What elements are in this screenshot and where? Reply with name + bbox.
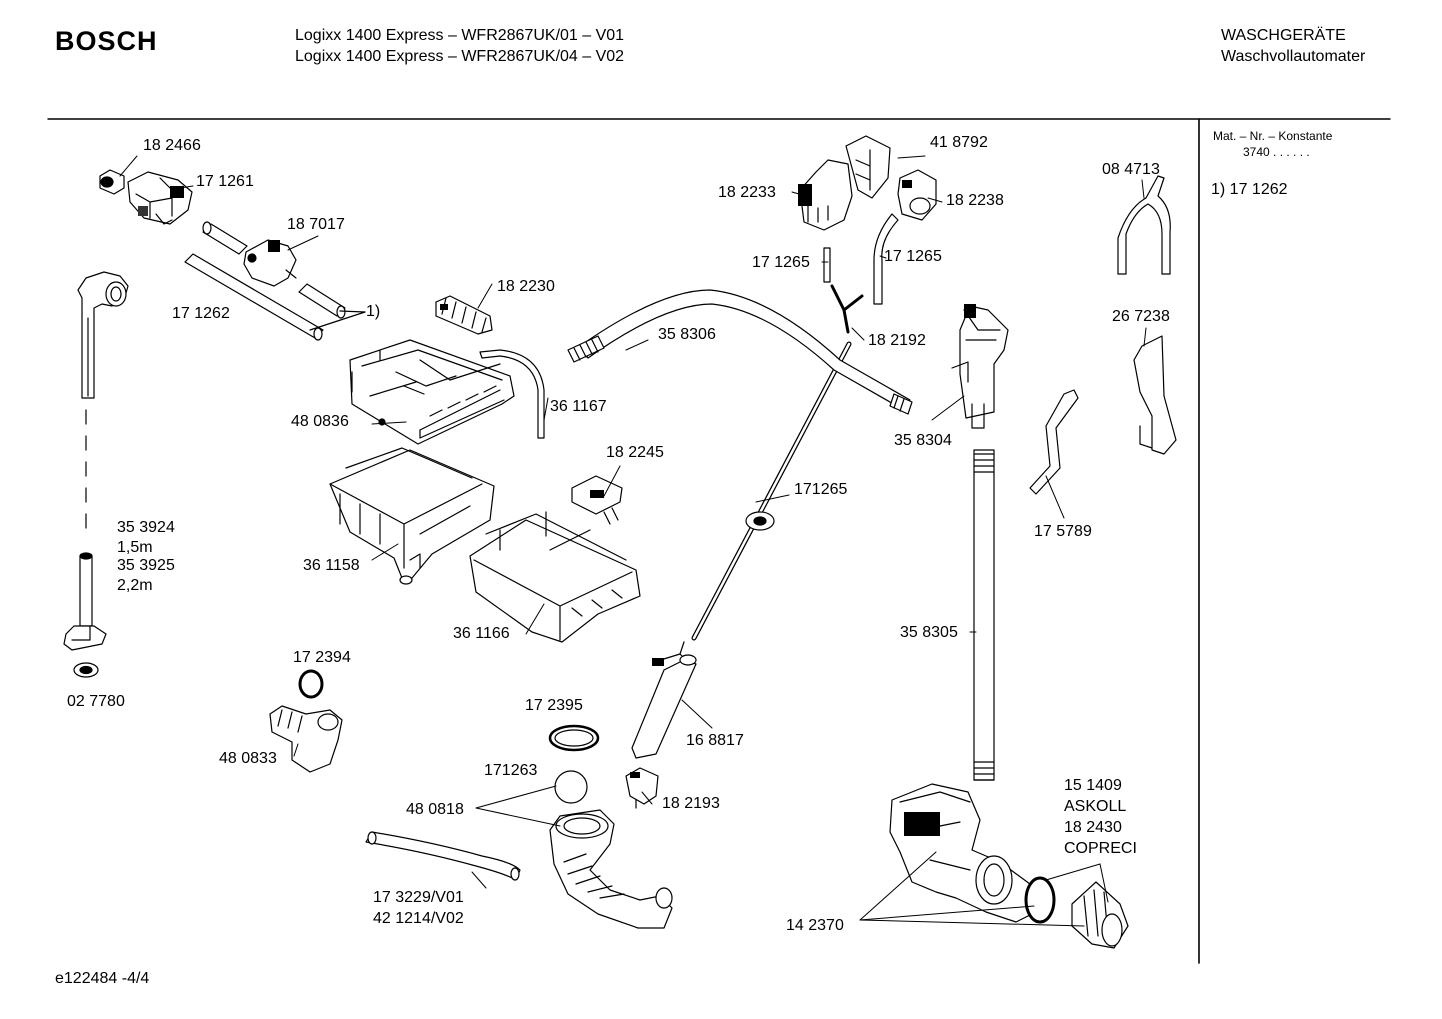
part-label: ASKOLL: [1064, 798, 1127, 815]
dispenser-housing-icon: [329, 447, 495, 585]
clip-icon: [571, 475, 623, 525]
part-label: 02 7780: [67, 693, 125, 710]
part-label: COPRECI: [1064, 840, 1137, 857]
drain-hose-icon: [567, 289, 913, 415]
doc-id: e122484 -4/4: [55, 970, 150, 987]
part-label: 08 4713: [1102, 161, 1160, 178]
part-label: 18 2245: [606, 444, 664, 461]
part-label: 17 1265: [884, 248, 942, 265]
hose-clamp-icon: [625, 767, 659, 809]
part-label: 35 3924: [117, 519, 175, 536]
category-line-1: WASCHGERÄTE: [1221, 27, 1346, 44]
part-label: 18 2192: [868, 332, 926, 349]
part-label: 18 2238: [946, 192, 1004, 209]
model-line-1: Logixx 1400 Express – WFR2867UK/01 – V01: [295, 27, 625, 44]
drain-elbow-icon: [951, 304, 1009, 429]
brand-logo: BOSCH: [55, 26, 158, 56]
part-label: 36 1166: [453, 625, 510, 642]
overflow-tube-icon: [479, 349, 545, 439]
pump-filter-icon: [1071, 881, 1129, 949]
hose-short-icon: [202, 221, 346, 319]
drain-pump-icon: [889, 783, 1037, 923]
detergent-drawer-icon: [469, 511, 641, 643]
part-label: 26 7238: [1112, 308, 1170, 325]
y-connector-icon: [830, 284, 864, 334]
leader-lines: [119, 155, 1147, 927]
part-label: 171263: [484, 762, 538, 779]
part-label: 35 8304: [894, 432, 952, 449]
part-label: 14 2370: [786, 917, 844, 934]
part-label: 18 2233: [718, 184, 776, 201]
part-label: 35 8305: [900, 624, 958, 641]
curved-hose-icon: [873, 213, 899, 305]
model-line-2: Logixx 1400 Express – WFR2867UK/04 – V02: [295, 48, 625, 65]
part-label: 41 8792: [930, 134, 988, 151]
pressure-hose-icon: [691, 341, 852, 641]
solenoid-valve-icon: [243, 239, 297, 287]
seal-washer-icon: [73, 662, 99, 678]
part-label: 17 2395: [525, 697, 583, 714]
bellows-icon: [435, 295, 493, 335]
part-label: 36 1167: [550, 398, 607, 415]
part-label: 18 2230: [497, 278, 555, 295]
part-label: 35 8306: [658, 326, 716, 343]
part-label: 16 8817: [686, 732, 744, 749]
inlet-valve-icon: [127, 171, 193, 225]
part-label: 17 5789: [1034, 523, 1092, 540]
pump-seal-ring-icon: [1024, 876, 1056, 924]
sidebar-constant: 3740 . . . . . .: [1243, 145, 1310, 159]
elbow-hose-icon: [269, 705, 343, 773]
part-label: 18 2466: [143, 137, 201, 154]
drawer-cover-icon: [349, 339, 515, 445]
pressure-chamber-icon: [631, 641, 697, 759]
part-label: 18 2430: [1064, 819, 1122, 836]
part-label: 42 1214/V02: [373, 910, 464, 927]
part-label: 1,5m: [117, 539, 153, 556]
mounting-bracket-icon: [1133, 335, 1177, 455]
part-label: 2,2m: [117, 577, 153, 594]
part-label: 17 1262: [172, 305, 230, 322]
sidebar-heading: Mat. – Nr. – Konstante: [1213, 129, 1333, 143]
part-label: 18 7017: [287, 216, 345, 233]
part-label: 48 0833: [219, 750, 277, 767]
pressure-switch-icon: [798, 135, 937, 231]
part-label: 17 1265: [752, 254, 810, 271]
sidebar-note: 1) 17 1262: [1211, 181, 1288, 198]
small-hose-icon: [823, 247, 831, 283]
part-label: 48 0818: [406, 801, 464, 818]
part-label: 17 1261: [196, 173, 254, 190]
support-rod-icon: [1029, 389, 1079, 495]
part-label: 1): [366, 303, 381, 320]
float-ball-icon: [554, 770, 588, 804]
sump-to-pump-hose-icon: [973, 449, 995, 781]
part-label: 15 1409: [1064, 777, 1122, 794]
long-hose-icon: [184, 253, 324, 339]
part-label: 36 1158: [303, 557, 360, 574]
part-label: 17 3229/V01: [373, 889, 464, 906]
cap-part-icon: [99, 169, 125, 195]
vent-hose-icon: [365, 831, 521, 881]
category-line-2: Waschvollautomater: [1221, 48, 1366, 65]
o-ring-icon: [298, 669, 324, 699]
hose-guide-icon: [1117, 175, 1171, 275]
sump-hose-icon: [549, 809, 673, 929]
part-label: 48 0836: [291, 413, 349, 430]
part-label: 17 2394: [293, 649, 351, 666]
part-label: 35 3925: [117, 557, 175, 574]
part-label: 171265: [794, 481, 848, 498]
part-label: 18 2193: [662, 795, 720, 812]
supply-hose-icon: [63, 271, 129, 651]
